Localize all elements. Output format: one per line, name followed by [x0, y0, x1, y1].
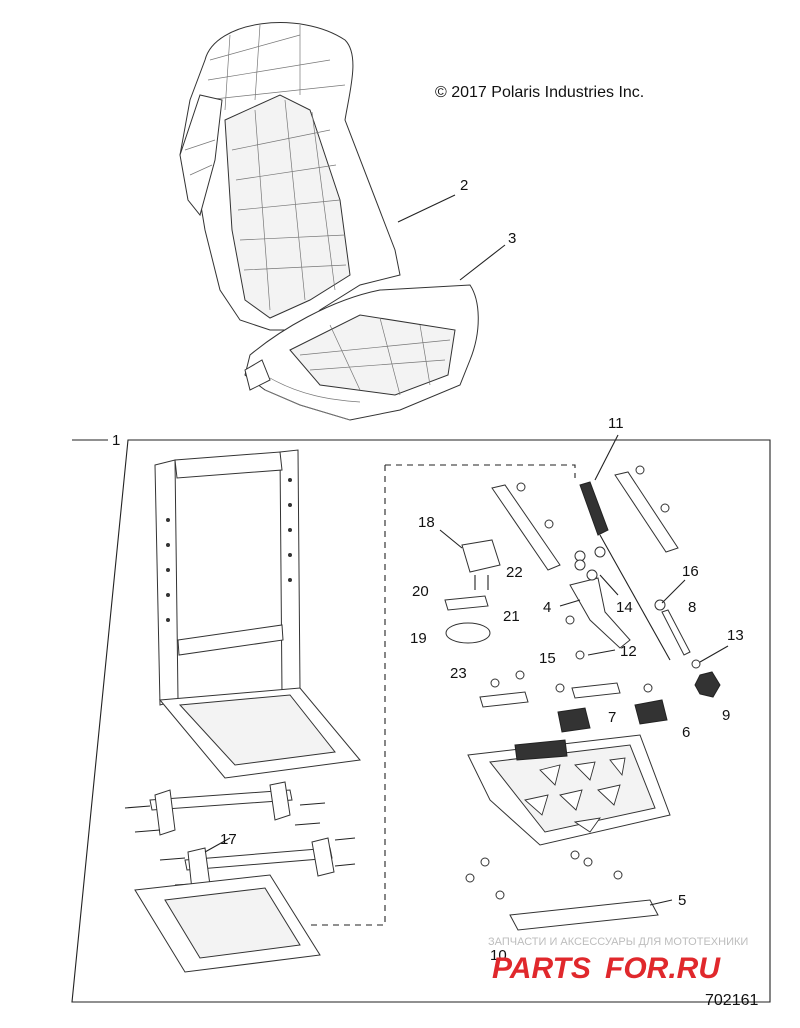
leader-2: [397, 194, 456, 223]
callout-7: 7: [608, 709, 616, 726]
leader-11: [594, 434, 619, 481]
callout-11: 11: [608, 415, 624, 432]
callout-19: 19: [410, 630, 427, 647]
callout-10: 10: [490, 947, 507, 964]
callout-17: 17: [220, 831, 237, 848]
mount-hardware: [439, 434, 729, 931]
watermark: ЗАПЧАСТИ И АКСЕССУАРЫ ДЛЯ МОТОТЕХНИКИ PA…: [488, 936, 748, 985]
callout-12: 12: [620, 643, 637, 660]
callout-8: 8: [688, 599, 696, 616]
callout-20: 20: [412, 583, 429, 600]
document-number: 702161: [705, 992, 758, 1009]
leader-17: [204, 837, 231, 853]
leader-5: [649, 899, 673, 906]
watermark-tagline: ЗАПЧАСТИ И АКСЕССУАРЫ ДЛЯ МОТОТЕХНИКИ: [488, 936, 748, 948]
copyright-text: © 2017 Polaris Industries Inc.: [435, 84, 644, 101]
callout-22: 22: [506, 564, 523, 581]
watermark-logo-for: FOR.RU: [605, 952, 721, 985]
callout-4: 4: [543, 599, 551, 616]
leader-16: [661, 579, 686, 604]
leader-12: [587, 649, 616, 656]
callout-5: 5: [678, 892, 686, 909]
callout-2: 2: [460, 177, 468, 194]
group-box: [71, 439, 771, 1003]
watermark-logo-parts: PARTS: [492, 952, 591, 985]
seat-illustration: [179, 22, 506, 421]
leader-3: [459, 244, 506, 281]
slider-rails: [124, 781, 356, 973]
callout-9: 9: [722, 707, 730, 724]
callout-16: 16: [682, 563, 699, 580]
leader-14: [599, 574, 619, 596]
callout-1: 1: [112, 432, 120, 449]
callout-labels: 1 2 3 4 5 6 7 8 9 10 11 12 13 14 15 16 1…: [112, 177, 744, 964]
leader-4: [559, 599, 581, 607]
leader-18: [439, 529, 463, 549]
callout-13: 13: [727, 627, 744, 644]
callout-15: 15: [539, 650, 556, 667]
callout-3: 3: [508, 230, 516, 247]
callout-14: 14: [616, 599, 633, 616]
callout-18: 18: [418, 514, 435, 531]
callout-21: 21: [503, 608, 520, 625]
seat-frame: [154, 449, 361, 779]
callout-6: 6: [682, 724, 690, 741]
callout-23: 23: [450, 665, 467, 682]
leader-13: [699, 645, 729, 663]
